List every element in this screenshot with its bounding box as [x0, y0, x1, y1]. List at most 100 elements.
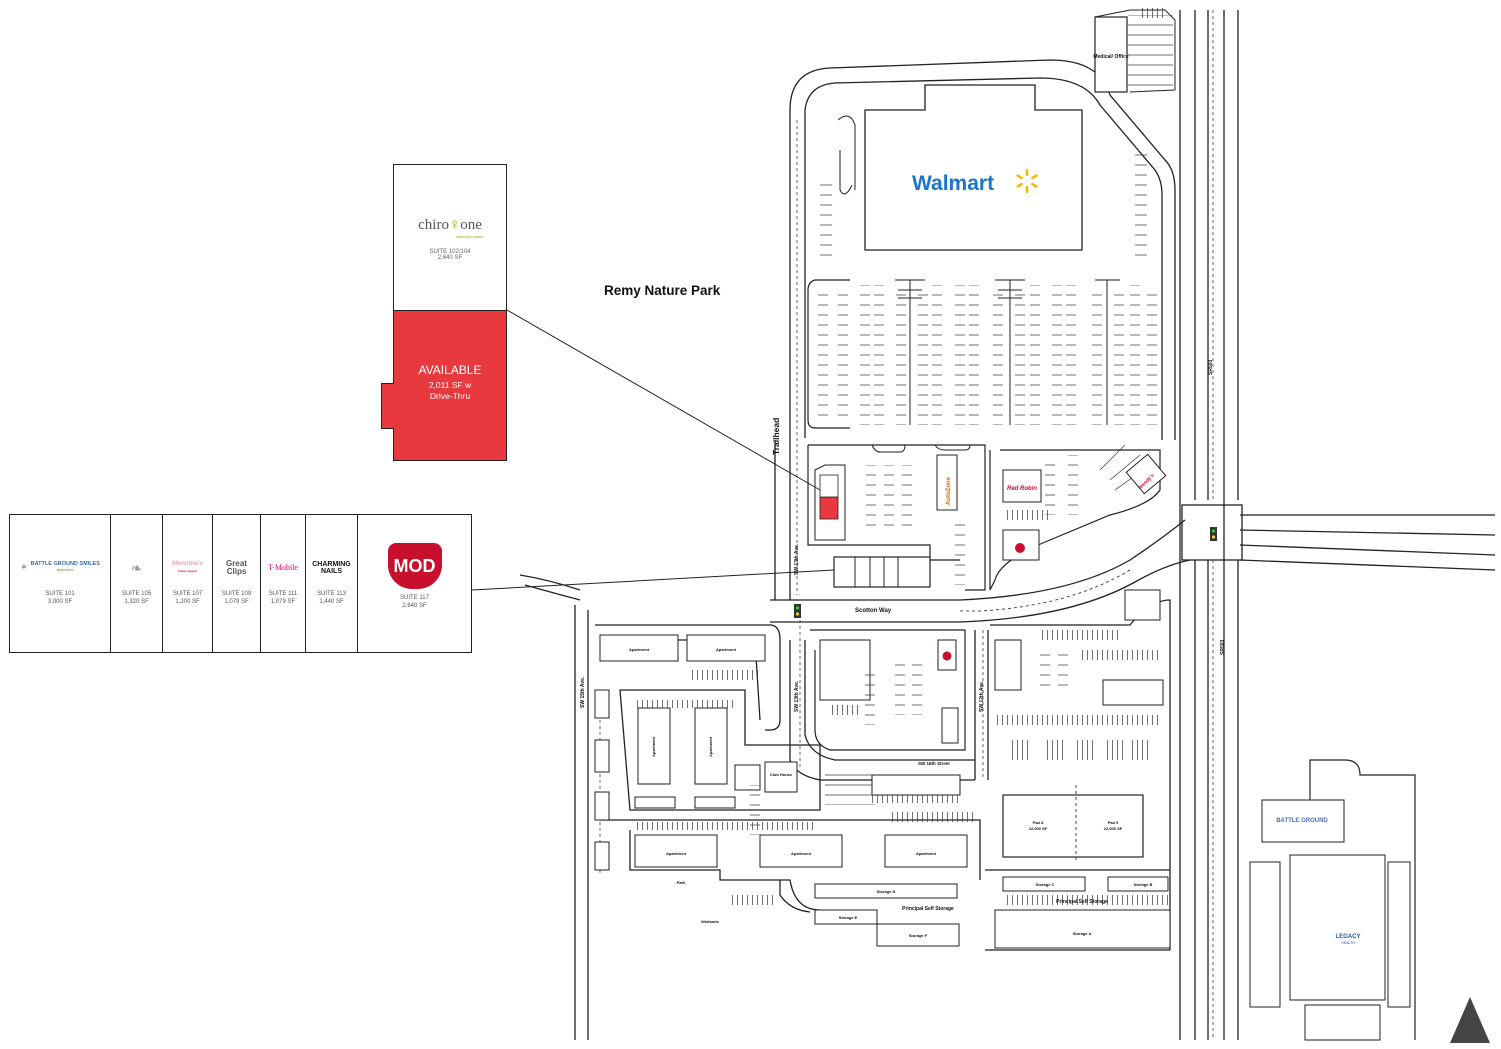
east-medical-campus [1249, 759, 1416, 1041]
autozone-building[interactable] [936, 454, 958, 511]
available-title: AVAILABLE [418, 363, 482, 377]
mod-pizza-logo: MOD [387, 543, 442, 589]
legacy-health-building[interactable] [1289, 854, 1386, 1001]
red-robin-building[interactable] [1002, 469, 1042, 503]
apartment-building[interactable] [599, 634, 679, 662]
principal-storage-label-east: Principal Self Storage [1056, 899, 1108, 905]
tenant-suite-111[interactable]: T-Mobile SUITE 111 1,079 SF [261, 515, 306, 652]
suite-detail-callout: chiro♀one wellness center SUITE 102/104 … [393, 164, 507, 461]
club-house-building[interactable] [764, 761, 798, 793]
apartment-label: Apartment [651, 736, 656, 757]
chiro-tagline: wellness center [456, 234, 484, 239]
storage-a-label: Storage A [1073, 931, 1092, 936]
apartment-building[interactable] [637, 707, 671, 785]
red-robin-label: Red Robin [1007, 486, 1037, 492]
great-clips-logo: Great Clips [226, 558, 247, 576]
tooth-icon: ✶ [20, 562, 28, 573]
tenant-suite-109[interactable]: Great Clips SUITE 109 1,079 SF [213, 515, 261, 652]
medical-office-label: Medical/ Office [1093, 54, 1129, 60]
callout-line-mod [471, 569, 835, 591]
available-suite[interactable]: AVAILABLE 2,011 SF w Drive-Thru [394, 310, 506, 460]
chiro-sf-label: 2,640 SF [437, 255, 463, 261]
tenant-105-logo-icon: ❧ [130, 559, 143, 576]
sw16-label: SW 16th Street [918, 761, 950, 766]
club-house-label: Club House [770, 772, 793, 777]
apartment-label: Apartment [791, 851, 812, 856]
apartment-building[interactable] [634, 834, 718, 868]
pad8-label: Pad 8 [1033, 820, 1044, 825]
road-network [519, 10, 1496, 1040]
sr503-south-label: SR503 [1220, 639, 1226, 655]
apartment-building[interactable] [759, 834, 843, 868]
autozone-label: AutoZone [946, 476, 952, 505]
traffic-signal-icon [794, 527, 1217, 618]
apartment-label: Apartment [708, 736, 713, 757]
bg-building[interactable] [819, 639, 871, 701]
storage-f-label: Storage F [909, 933, 928, 938]
battle-ground-label: BATTLE GROUND [1276, 818, 1328, 824]
tenant-suite-117[interactable]: MOD SUITE 117 2,640 SF [358, 515, 471, 652]
storage-a-building[interactable] [994, 909, 1171, 949]
t-mobile-logo: T-Mobile [268, 562, 298, 572]
storage-b-label: Storage B [1134, 882, 1153, 887]
park-label: Remy Nature Park [604, 283, 721, 298]
tenant-suite-113[interactable]: CHARMING NAILS SUITE 113 1,440 SF [306, 515, 358, 652]
tenant-suite-105[interactable]: ❧ SUITE 105 1,320 SF [111, 515, 163, 652]
walmart-building[interactable] [864, 84, 1083, 251]
walmart-parking-lot [807, 279, 1157, 429]
sw15-label: SW 15th Ave. [580, 676, 586, 708]
apartment-label: Apartment [666, 851, 687, 856]
battle-ground-building[interactable] [1261, 799, 1345, 843]
storage-d-building[interactable] [814, 883, 958, 899]
sw12-label: SW 12th Ave. [979, 680, 985, 712]
commercial-building[interactable] [871, 774, 961, 796]
charming-nails-logo: CHARMING NAILS [312, 560, 351, 575]
apartment-label: Apartment [716, 647, 737, 652]
chiro-one-logo: chiro♀one [418, 217, 482, 233]
sw13-north-label: SW 13th Ave. [794, 543, 800, 575]
trailhead-label: Trailhead [771, 418, 781, 455]
storage-f-building[interactable] [876, 923, 960, 947]
storage-e-building[interactable] [814, 909, 878, 925]
apartment-buildings [594, 634, 968, 871]
apartment-label: Apartment [916, 851, 937, 856]
apartment-label: Apartment [629, 647, 650, 652]
chiro-figure-icon: ♀ [448, 217, 461, 233]
park-area-label: Park [677, 880, 686, 885]
sr503-north-label: SR503 [1208, 359, 1214, 375]
available-pad-marker[interactable] [819, 496, 839, 520]
pad9-sf-label: 22,000 SF [1104, 826, 1123, 831]
restaurant-pads [989, 444, 1167, 591]
medical-office-building[interactable] [1094, 16, 1128, 93]
retail-strip-building[interactable] [833, 556, 931, 588]
scotton-way-label: Scotton Way [855, 608, 892, 614]
available-sf: 2,011 SF w [428, 380, 472, 390]
sw13-south-label: SW 13th Ave. [794, 680, 800, 712]
callout-line-available [506, 309, 821, 491]
available-drive-thru: Drive-Thru [429, 391, 471, 401]
wetlands-label: Wetlands [701, 919, 719, 924]
principal-storage-label-west: Principal Self Storage [902, 906, 954, 912]
pad-8-9-building[interactable] [1002, 794, 1144, 858]
pad8-sf-label: 22,000 SF [1029, 826, 1048, 831]
legacy-sub-label: HEALTH [1341, 941, 1355, 945]
retail-center [807, 444, 986, 591]
apartment-building[interactable] [686, 634, 766, 662]
south-center-blocks [810, 629, 966, 805]
wendys-building[interactable] [1125, 453, 1167, 495]
storage-c-building[interactable] [1002, 876, 1086, 892]
north-arrow-icon [1450, 997, 1490, 1043]
east-parcel [994, 589, 1171, 949]
chiro-one-suite[interactable]: chiro♀one wellness center SUITE 102/104 … [394, 165, 506, 310]
storage-b-building[interactable] [1107, 876, 1169, 892]
pad9-label: Pad 9 [1108, 820, 1119, 825]
available-drive-thru-bump [381, 383, 394, 429]
walmart-logo-text: Walmart [912, 172, 994, 195]
apartment-building[interactable] [884, 834, 968, 868]
chiro-suite-label: SUITE 102/104 [429, 249, 471, 255]
storage-d-label: Storage D [877, 889, 896, 894]
